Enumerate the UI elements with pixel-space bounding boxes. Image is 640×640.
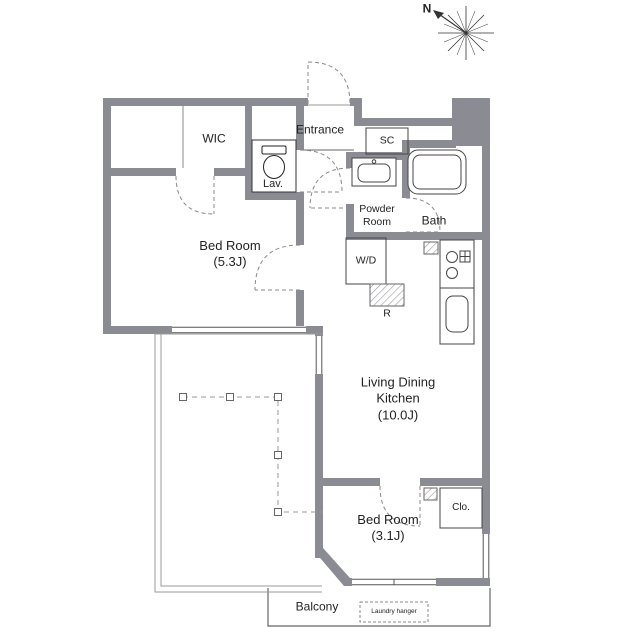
bath-door-arc — [405, 197, 441, 233]
entrance-door-arc — [307, 61, 351, 105]
laundry-hanger-box — [359, 601, 429, 623]
balcony-outline — [267, 588, 491, 627]
door-arcs — [175, 61, 441, 527]
windows — [172, 326, 490, 586]
stove-icon — [446, 250, 471, 279]
washer-dryer-box — [345, 237, 387, 285]
pipe-space-hatch-kitchen — [423, 241, 439, 255]
railing-posts — [179, 393, 282, 516]
pipe-space-hatch-closet — [423, 487, 438, 501]
bedroom1-door-arc — [254, 244, 301, 291]
kitchen-counter — [439, 239, 475, 345]
sink-icon — [445, 295, 469, 333]
north-arrowhead — [433, 10, 444, 19]
shoe-closet-box — [365, 127, 409, 155]
toilet-icon — [261, 145, 287, 179]
bathtub-icon — [407, 149, 467, 195]
lavatory-door-arc — [299, 149, 343, 193]
fixtures — [182, 104, 491, 627]
wic-door-arc — [175, 175, 215, 215]
compass-rose — [433, 6, 494, 60]
outside-structure — [154, 333, 322, 593]
washbasin-icon — [351, 157, 397, 187]
bedroom2-door-arc — [379, 485, 421, 527]
lavatory-outline — [251, 139, 297, 193]
powder-room-door-arc — [309, 167, 351, 209]
closet-box — [439, 487, 483, 529]
refrigerator-hatch — [369, 283, 405, 307]
